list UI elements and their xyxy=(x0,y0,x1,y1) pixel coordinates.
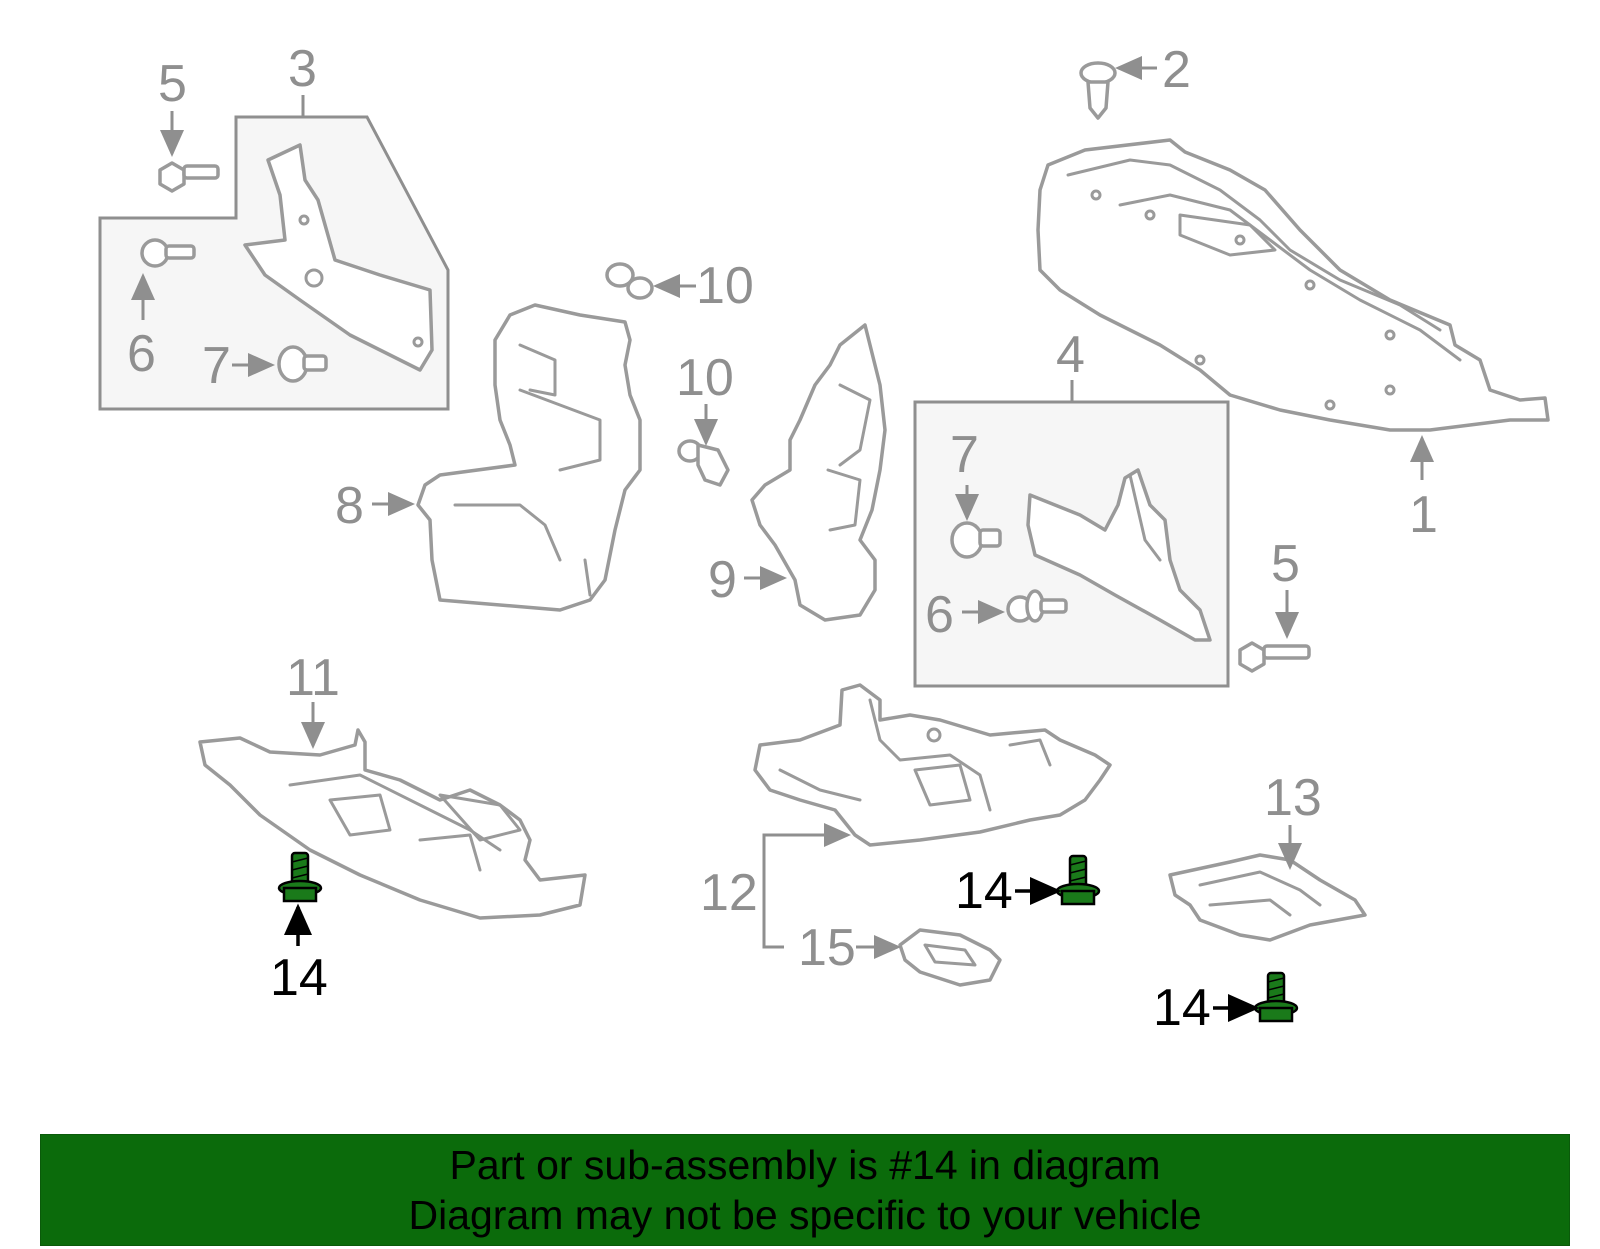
callout-8: 8 xyxy=(335,477,364,535)
bolt-5b-part[interactable] xyxy=(1238,641,1311,673)
callout-7a: 7 xyxy=(202,337,231,395)
callout-10a: 10 xyxy=(696,257,754,315)
bolt-14a-highlighted[interactable] xyxy=(277,851,323,903)
clip-7a-part[interactable] xyxy=(277,345,328,383)
callout-1: 1 xyxy=(1409,486,1438,544)
right-deflector-part[interactable] xyxy=(750,323,887,622)
callout-3: 3 xyxy=(288,40,317,98)
callout-15: 15 xyxy=(798,919,856,977)
callout-13: 13 xyxy=(1264,769,1322,827)
callout-11: 11 xyxy=(286,649,340,707)
bolt-5a-part[interactable] xyxy=(158,161,220,193)
callout-6a: 6 xyxy=(127,325,156,383)
grille-insert-part[interactable] xyxy=(898,928,1002,987)
leader-12-branch xyxy=(762,892,784,949)
callout-7b: 7 xyxy=(950,426,979,484)
engine-under-cover-part[interactable] xyxy=(1036,138,1550,432)
left-lower-cover-part[interactable] xyxy=(198,728,587,920)
bolt-14b-highlighted[interactable] xyxy=(1055,854,1101,906)
callout-5b: 5 xyxy=(1271,535,1300,593)
callout-10b: 10 xyxy=(676,349,734,407)
callout-14a: 14 xyxy=(270,949,328,1007)
banner-line-2: Diagram may not be specific to your vehi… xyxy=(408,1192,1202,1238)
small-cover-part[interactable] xyxy=(1168,853,1367,942)
callout-14b: 14 xyxy=(955,862,1013,920)
center-lower-cover-part[interactable] xyxy=(753,683,1112,847)
banner-line-1: Part or sub-assembly is #14 in diagram xyxy=(449,1142,1161,1188)
screw-6a-part[interactable] xyxy=(140,238,196,268)
part-info-banner: Part or sub-assembly is #14 in diagram D… xyxy=(40,1134,1570,1246)
callout-5a: 5 xyxy=(158,55,187,113)
left-deflector-part[interactable] xyxy=(416,303,642,612)
leader-12 xyxy=(762,823,851,892)
right-bracket-part[interactable] xyxy=(1026,468,1212,642)
push-clip-part[interactable] xyxy=(1079,61,1117,120)
callout-14c: 14 xyxy=(1153,979,1211,1037)
left-bracket-part[interactable] xyxy=(243,143,434,372)
callout-4: 4 xyxy=(1056,326,1085,384)
callout-6b: 6 xyxy=(925,586,954,644)
clip-10b-part[interactable] xyxy=(677,439,730,487)
callout-12: 12 xyxy=(700,864,758,922)
screw-6b-part[interactable] xyxy=(1006,589,1068,623)
clip-7b-part[interactable] xyxy=(950,521,1002,559)
bolt-14c-highlighted[interactable] xyxy=(1253,971,1299,1023)
callout-9: 9 xyxy=(708,551,737,609)
clip-10a-part[interactable] xyxy=(605,262,654,300)
callout-2: 2 xyxy=(1162,41,1191,99)
